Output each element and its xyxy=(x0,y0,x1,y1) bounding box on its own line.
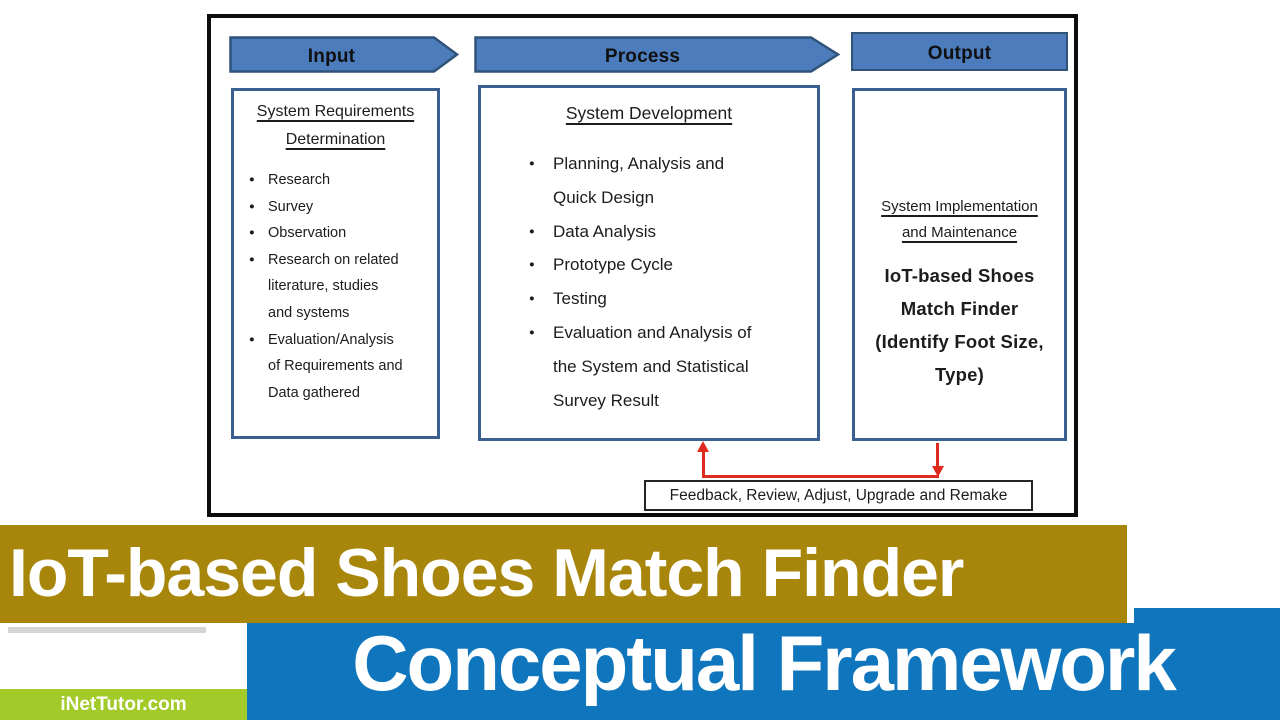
output-result-line: Match Finder xyxy=(900,298,1019,319)
feedback-connector-line xyxy=(936,443,939,468)
feedback-box: Feedback, Review, Adjust, Upgrade and Re… xyxy=(644,480,1033,511)
process-arrow-shape xyxy=(474,36,840,73)
list-item-continuation: of Requirements and xyxy=(234,353,437,380)
list-item-text: Survey Result xyxy=(553,390,659,410)
list-item-text: literature, studies xyxy=(268,278,379,295)
process-header-label: Process xyxy=(604,46,681,67)
output-result-line: Type) xyxy=(935,364,984,385)
output-header-shape xyxy=(851,32,1068,71)
list-item: Planning, Analysis and xyxy=(481,147,817,181)
process-column-box: System Development Planning, Analysis an… xyxy=(478,85,820,441)
gray-artifact-strip xyxy=(8,627,206,633)
output-column-box: System Implementation and Maintenance Io… xyxy=(852,88,1067,441)
watermark-text: iNetTutor.com xyxy=(60,694,187,715)
input-heading-line: Determination xyxy=(285,131,386,148)
list-item-continuation: and systems xyxy=(234,300,437,327)
output-heading-line: System Implementation xyxy=(881,198,1038,215)
title-text: IoT-based Shoes Match Finder xyxy=(9,535,964,611)
output-heading-line: and Maintenance xyxy=(901,224,1018,241)
list-item-continuation: Survey Result xyxy=(481,384,817,418)
input-header-label: Input xyxy=(307,46,356,67)
input-heading: System Requirements Determination xyxy=(234,98,437,154)
list-item: Evaluation/Analysis xyxy=(234,327,437,354)
list-item: Evaluation and Analysis of xyxy=(481,316,817,350)
list-item: Research xyxy=(234,167,437,194)
list-item-text: of Requirements and xyxy=(268,358,403,375)
input-column-box: System Requirements Determination Resear… xyxy=(231,88,440,439)
input-arrow-shape xyxy=(229,36,459,73)
list-item: Observation xyxy=(234,220,437,247)
list-item-continuation: Data gathered xyxy=(234,380,437,407)
title-banner: IoT-based Shoes Match Finder xyxy=(0,525,1127,623)
list-item-text: Research on related xyxy=(268,251,399,268)
feedback-connector-line xyxy=(702,450,705,477)
list-item-text: Evaluation/Analysis xyxy=(268,331,394,348)
list-item-text: Quick Design xyxy=(553,187,655,207)
list-item-continuation: literature, studies xyxy=(234,273,437,300)
list-item-text: Research xyxy=(268,172,331,188)
list-item-text: and systems xyxy=(268,304,350,321)
output-result-line: IoT-based Shoes xyxy=(884,265,1035,286)
list-item-text: Data Analysis xyxy=(553,221,656,241)
list-item-continuation: the System and Statistical xyxy=(481,350,817,384)
watermark-banner: iNetTutor.com xyxy=(0,689,247,720)
list-item-text: Survey xyxy=(268,198,314,215)
list-item: Prototype Cycle xyxy=(481,248,817,282)
list-item-text: the System and Statistical xyxy=(553,356,749,376)
output-header-label: Output xyxy=(927,43,992,64)
output-result-text: IoT-based Shoes Match Finder (Identify F… xyxy=(855,259,1064,391)
list-item: Data Analysis xyxy=(481,215,817,249)
feedback-label: Feedback, Review, Adjust, Upgrade and Re… xyxy=(669,487,1008,504)
list-item-text: Data gathered xyxy=(268,384,360,401)
process-heading: System Development xyxy=(481,88,817,126)
subtitle-text: Conceptual Framework xyxy=(352,619,1177,707)
list-item-text: Prototype Cycle xyxy=(553,255,673,275)
list-item-text: Testing xyxy=(553,289,607,309)
list-item-text: Planning, Analysis and xyxy=(553,154,725,173)
feedback-arrowhead-down-icon xyxy=(931,466,944,477)
list-item-continuation: Quick Design xyxy=(481,181,817,215)
list-item-text: Observation xyxy=(268,225,347,242)
subtitle-banner: Conceptual Framework xyxy=(247,608,1280,720)
list-item: Testing xyxy=(481,282,817,316)
process-heading-line: System Development xyxy=(565,103,733,123)
input-bullet-list: Research Survey Observation Research on … xyxy=(234,167,437,406)
list-item: Research on related xyxy=(234,247,437,274)
feedback-arrowhead-up-icon xyxy=(697,441,709,452)
output-result-line: (Identify Foot Size, xyxy=(875,331,1044,352)
list-item: Survey xyxy=(234,194,437,221)
banner-corner-notch xyxy=(1127,608,1134,623)
output-heading: System Implementation and Maintenance xyxy=(855,91,1064,246)
feedback-connector-line xyxy=(702,475,939,478)
input-heading-line: System Requirements xyxy=(256,103,415,120)
process-bullet-list: Planning, Analysis and Quick Design Data… xyxy=(481,147,817,417)
list-item-text: Evaluation and Analysis of xyxy=(553,322,752,342)
